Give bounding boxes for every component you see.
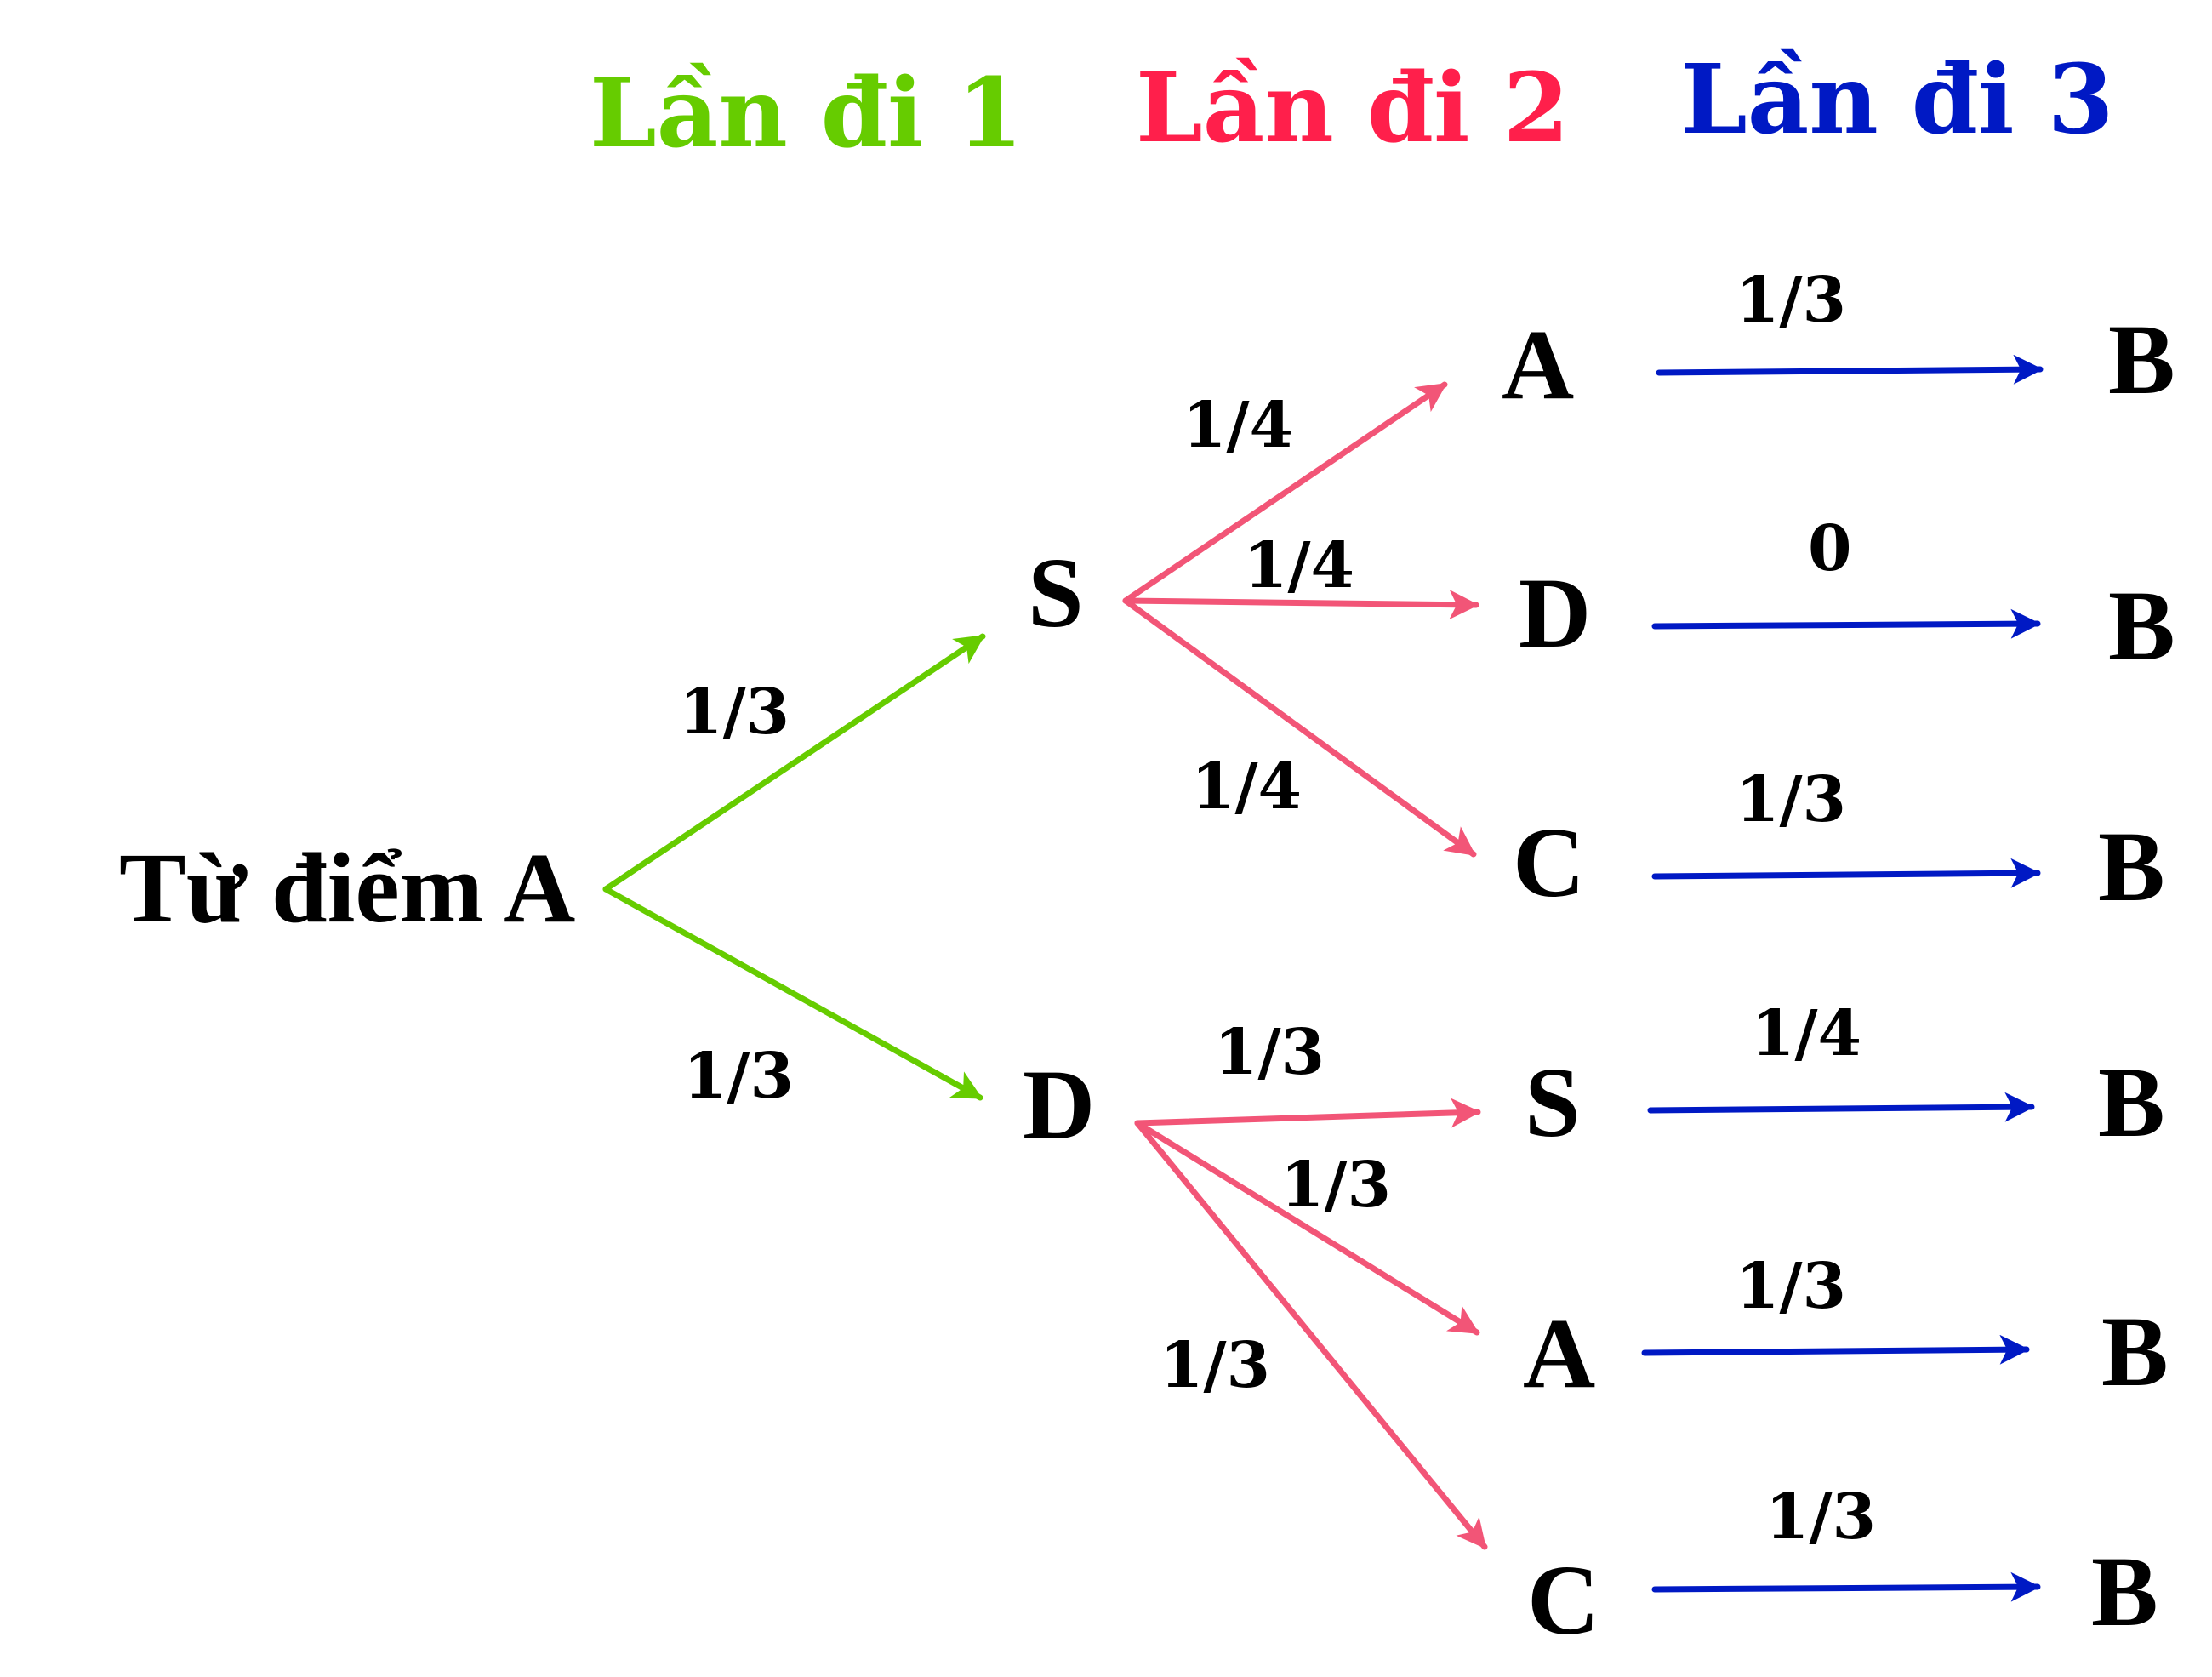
edge-c-to-b-3	[1651, 858, 2041, 888]
edge-a-to-b-1	[1656, 354, 2044, 385]
node-l3-b: B	[2098, 811, 2165, 922]
edge-a-to-b-5	[1641, 1334, 2030, 1365]
prob-c-to-b-3: 1/3	[1736, 763, 1846, 836]
prob-s-to-c: 1/4	[1191, 750, 1302, 824]
node-l2-c: C	[1527, 1544, 1599, 1656]
edge-c-to-b-6	[1651, 1571, 2041, 1602]
node-root: Từ điểm A	[119, 832, 575, 944]
edge-s-to-a	[1122, 381, 1448, 604]
edge-s-to-d	[1122, 590, 1479, 620]
node-l2-a: A	[1502, 309, 1574, 420]
edge-d-to-c	[1134, 1120, 1488, 1550]
prob-a-to-b-5: 1/3	[1736, 1250, 1846, 1323]
node-l2-d: D	[1519, 557, 1591, 669]
node-l2-c: C	[1513, 807, 1585, 918]
prob-d-to-b-2: 0	[1808, 512, 1852, 585]
edge-d-to-a	[1134, 1120, 1480, 1336]
edge-d-to-s	[1134, 1098, 1481, 1128]
node-l2-a: A	[1523, 1298, 1595, 1409]
edge-s-to-c	[1122, 597, 1477, 858]
node-l2-s: S	[1525, 1047, 1581, 1158]
header-step-2: Lần đi 2	[1136, 53, 1570, 164]
prob-d-to-s: 1/3	[1214, 1016, 1325, 1089]
edge-s-to-b-4	[1647, 1092, 2035, 1122]
prob-d-to-a: 1/3	[1280, 1149, 1391, 1222]
header-step-3: Lần đi 3	[1680, 44, 2114, 156]
prob-a-to-b-1: 1/3	[1736, 264, 1846, 337]
node-l3-b: B	[2108, 304, 2175, 415]
node-l3-b: B	[2108, 570, 2175, 682]
node-l1-d: D	[1023, 1049, 1095, 1161]
edge-root-to-s	[602, 633, 986, 893]
prob-root-to-d: 1/3	[683, 1040, 794, 1113]
prob-root-to-s: 1/3	[679, 676, 790, 749]
prob-s-to-b-4: 1/4	[1751, 997, 1861, 1070]
prob-c-to-b-6: 1/3	[1765, 1480, 1876, 1554]
header-step-1: Lần đi 1	[590, 58, 1023, 169]
node-l3-b: B	[2101, 1296, 2169, 1407]
edge-root-to-d	[602, 886, 983, 1101]
edge-d-to-b-2	[1651, 608, 2041, 639]
node-l3-b: B	[2091, 1536, 2158, 1647]
node-l3-b: B	[2098, 1047, 2165, 1158]
prob-s-to-d: 1/4	[1244, 529, 1354, 602]
node-l1-s: S	[1028, 537, 1084, 648]
prob-d-to-c: 1/3	[1160, 1329, 1270, 1402]
prob-s-to-a: 1/4	[1183, 389, 1293, 462]
